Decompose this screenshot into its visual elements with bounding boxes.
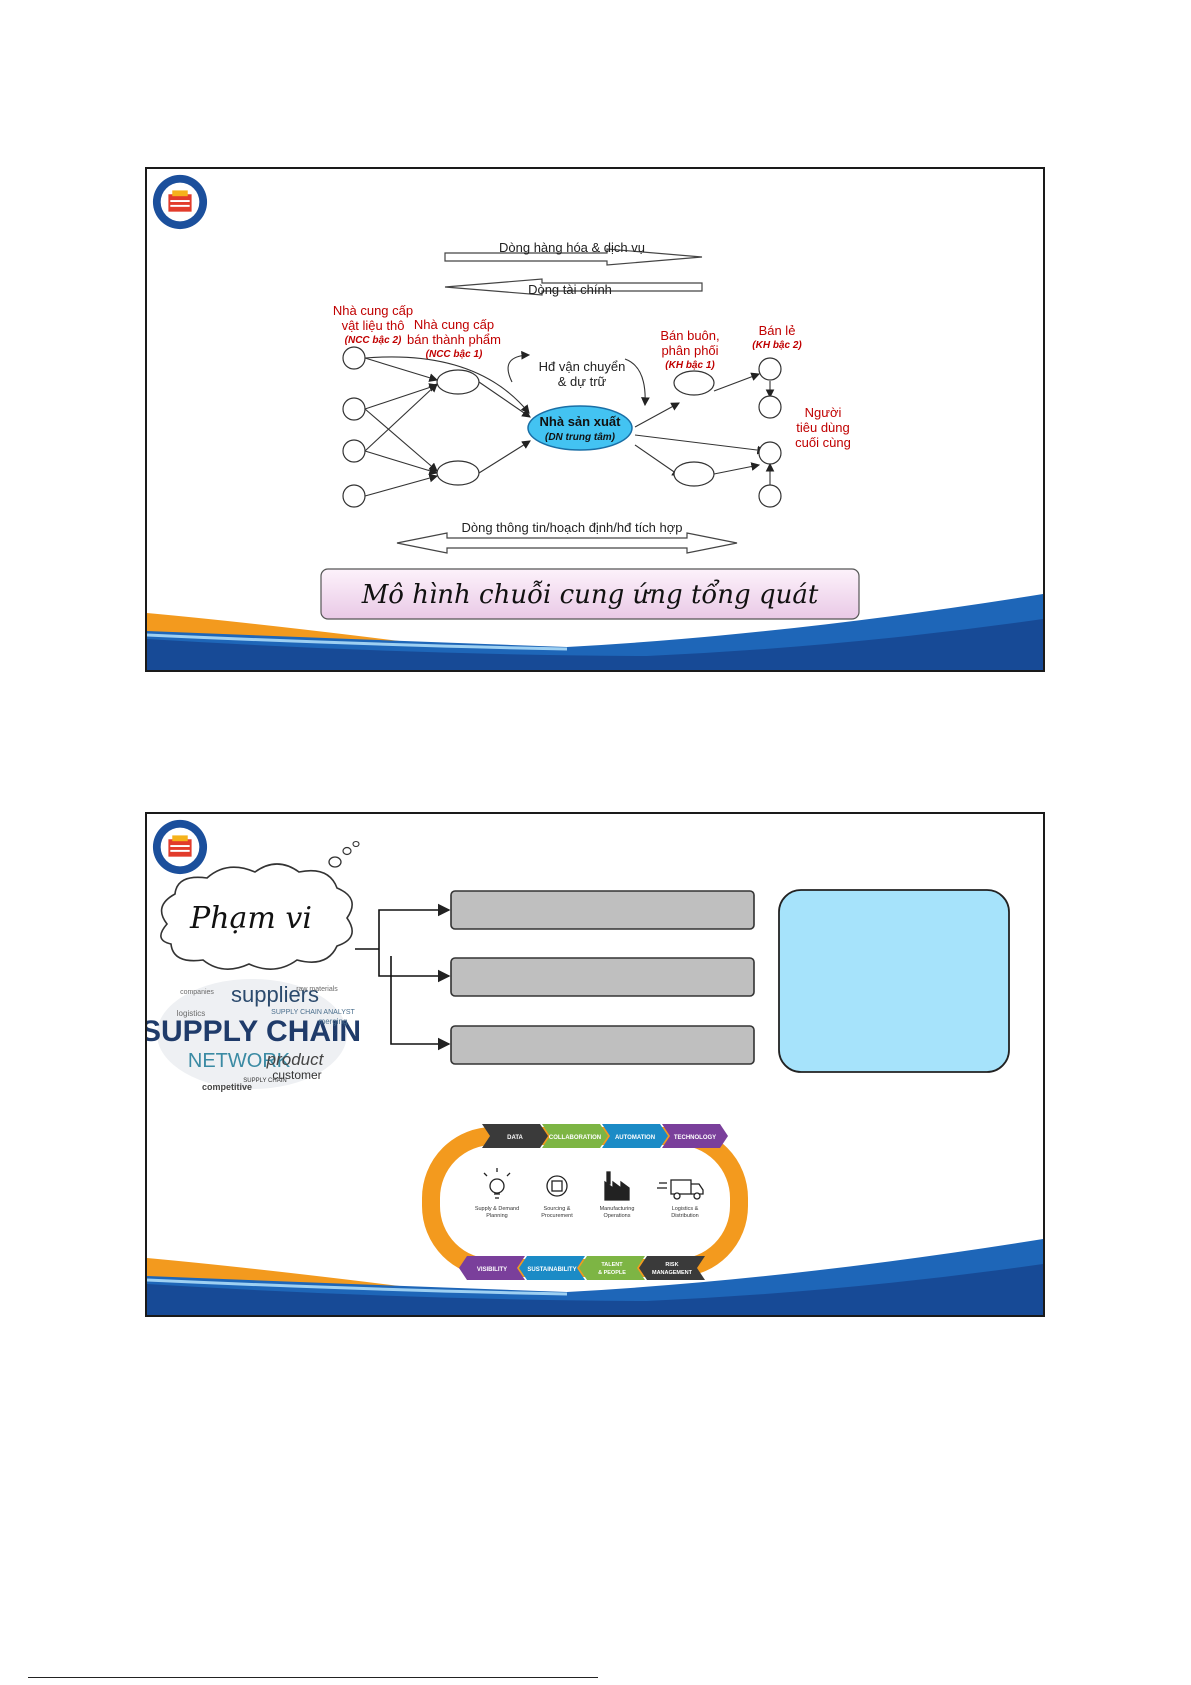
wholesale-label-2: phân phối (661, 343, 718, 358)
loop-bottom-2: TALENT (601, 1262, 623, 1268)
goods-flow-label: Dòng hàng hóa & dịch vụ (499, 240, 645, 255)
manufacturer-sub: (DN trung tâm) (545, 432, 616, 443)
scope-box-3 (450, 1025, 755, 1065)
retail-tier: (KH bậc 2) (752, 340, 802, 351)
scope-note-box (778, 889, 1010, 1073)
wholesale-label: Bán buôn, (660, 328, 719, 343)
loop-top-2: AUTOMATION (615, 1135, 655, 1141)
slide-supply-chain-model: Dòng hàng hóa & dịch vụ Dòng tài chính N… (145, 167, 1045, 672)
factory-icon (604, 1171, 630, 1201)
icon-label-1b: Procurement (541, 1213, 573, 1219)
finance-flow-label: Dòng tài chính (528, 282, 612, 297)
goods-flow-arrow: Dòng hàng hóa & dịch vụ (444, 240, 703, 266)
footer-wave (147, 594, 1043, 670)
loop-top-3: TECHNOLOGY (674, 1135, 716, 1141)
wc-product: product (266, 1050, 325, 1069)
finance-flow-arrow: Dòng tài chính (444, 278, 703, 297)
info-flow-arrow: Dòng thông tin/hoạch định/hđ tích hợp (396, 520, 738, 554)
truck-icon (657, 1179, 704, 1200)
slide-scope: Phạm vi suppliers SUPPLY CHAIN NETWORK p… (145, 812, 1045, 1317)
icon-label-2a: Manufacturing (600, 1206, 635, 1212)
consumer-label-3: cuối cùng (795, 435, 851, 450)
title-banner: Mô hình chuỗi cung ứng tổng quát (320, 568, 860, 620)
scope-box-2 (450, 957, 755, 997)
icon-label-0b: Planning (486, 1213, 507, 1219)
university-logo-icon-2 (152, 819, 208, 875)
scope-diagram: Phạm vi suppliers SUPPLY CHAIN NETWORK p… (147, 840, 1043, 1315)
wc-small6: SUPPLY CHAIN (243, 1078, 286, 1084)
raw-supplier-label: Nhà cung cấp (333, 303, 413, 318)
transport-label-2: & dự trữ (558, 374, 607, 389)
manufacturer-node: Nhà sản xuất (DN trung tâm) (527, 405, 633, 451)
lightbulb-icon (483, 1168, 511, 1199)
icon-label-3a: Logistics & (672, 1206, 699, 1212)
wc-small4: raw materials (296, 986, 338, 993)
retail-label: Bán lẻ (759, 323, 796, 338)
box-cycle-icon (546, 1175, 568, 1197)
wc-small3: merging (319, 1017, 348, 1026)
loop-bottom-1: SUSTAINABILITY (527, 1267, 576, 1273)
icon-label-3b: Distribution (671, 1213, 699, 1219)
scope-boxes (450, 890, 755, 1065)
icon-label-1a: Sourcing & (544, 1206, 571, 1212)
university-logo-icon (152, 174, 208, 230)
icon-label-0a: Supply & Demand (475, 1206, 519, 1212)
semi-supplier-label-2: bán thành phẩm (407, 332, 501, 347)
wc-network: NETWORK (188, 1050, 291, 1072)
loop-top-0: DATA (507, 1135, 523, 1141)
flow-edges (364, 350, 775, 497)
loop-bottom-0: VISIBILITY (477, 1267, 507, 1273)
supply-chain-diagram: Dòng hàng hóa & dịch vụ Dòng tài chính N… (147, 240, 1043, 670)
scope-box-1 (450, 890, 755, 930)
wc-supply-chain: SUPPLY CHAIN (147, 1015, 361, 1048)
wc-customer: customer (272, 1068, 321, 1082)
wc-small5: companies (180, 989, 214, 996)
consumer-label: Người (805, 405, 842, 420)
loop-bottom-3: & PEOPLE (598, 1270, 626, 1276)
footer-wave-2 (147, 1239, 1043, 1315)
consumer-label-2: tiêu dùng (796, 420, 850, 435)
semi-supplier-label: Nhà cung cấp (414, 317, 494, 332)
wc-small7: competitive (202, 1082, 252, 1092)
wholesale-tier: (KH bậc 1) (665, 360, 715, 371)
scope-connectors (355, 903, 451, 1051)
wc-suppliers: suppliers (231, 982, 319, 1007)
manufacturer-label: Nhà sản xuất (540, 414, 622, 429)
wc-small1: SUPPLY CHAIN ANALYST (271, 1009, 355, 1016)
info-flow-label: Dòng thông tin/hoạch định/hđ tích hợp (461, 520, 682, 535)
semi-supplier-tier: (NCC bậc 1) (426, 349, 483, 360)
raw-supplier-tier: (NCC bậc 2) (345, 335, 402, 346)
transport-label: Hđ vận chuyển (539, 359, 626, 374)
scope-thought-cloud: Phạm vi (160, 840, 360, 970)
wc-small2: logistics (177, 1009, 205, 1018)
loop-bottom-4: RISK (665, 1262, 678, 1268)
icon-label-2b: Operations (604, 1213, 631, 1219)
loop-top-1: COLLABORATION (549, 1135, 601, 1141)
supply-chain-wordcloud: suppliers SUPPLY CHAIN NETWORK product c… (147, 979, 361, 1092)
page-bottom-rule (28, 1677, 598, 1678)
title-banner-text: Mô hình chuỗi cung ứng tổng quát (361, 579, 819, 610)
scope-label: Phạm vi (189, 901, 312, 936)
loop-bottom-5: MANAGEMENT (652, 1270, 693, 1276)
supplier-nodes (342, 346, 782, 508)
raw-supplier-label-2: vật liệu thô (342, 318, 405, 333)
supply-chain-loop: DATA COLLABORATION AUTOMATION TECHNOLOGY… (422, 1124, 748, 1280)
